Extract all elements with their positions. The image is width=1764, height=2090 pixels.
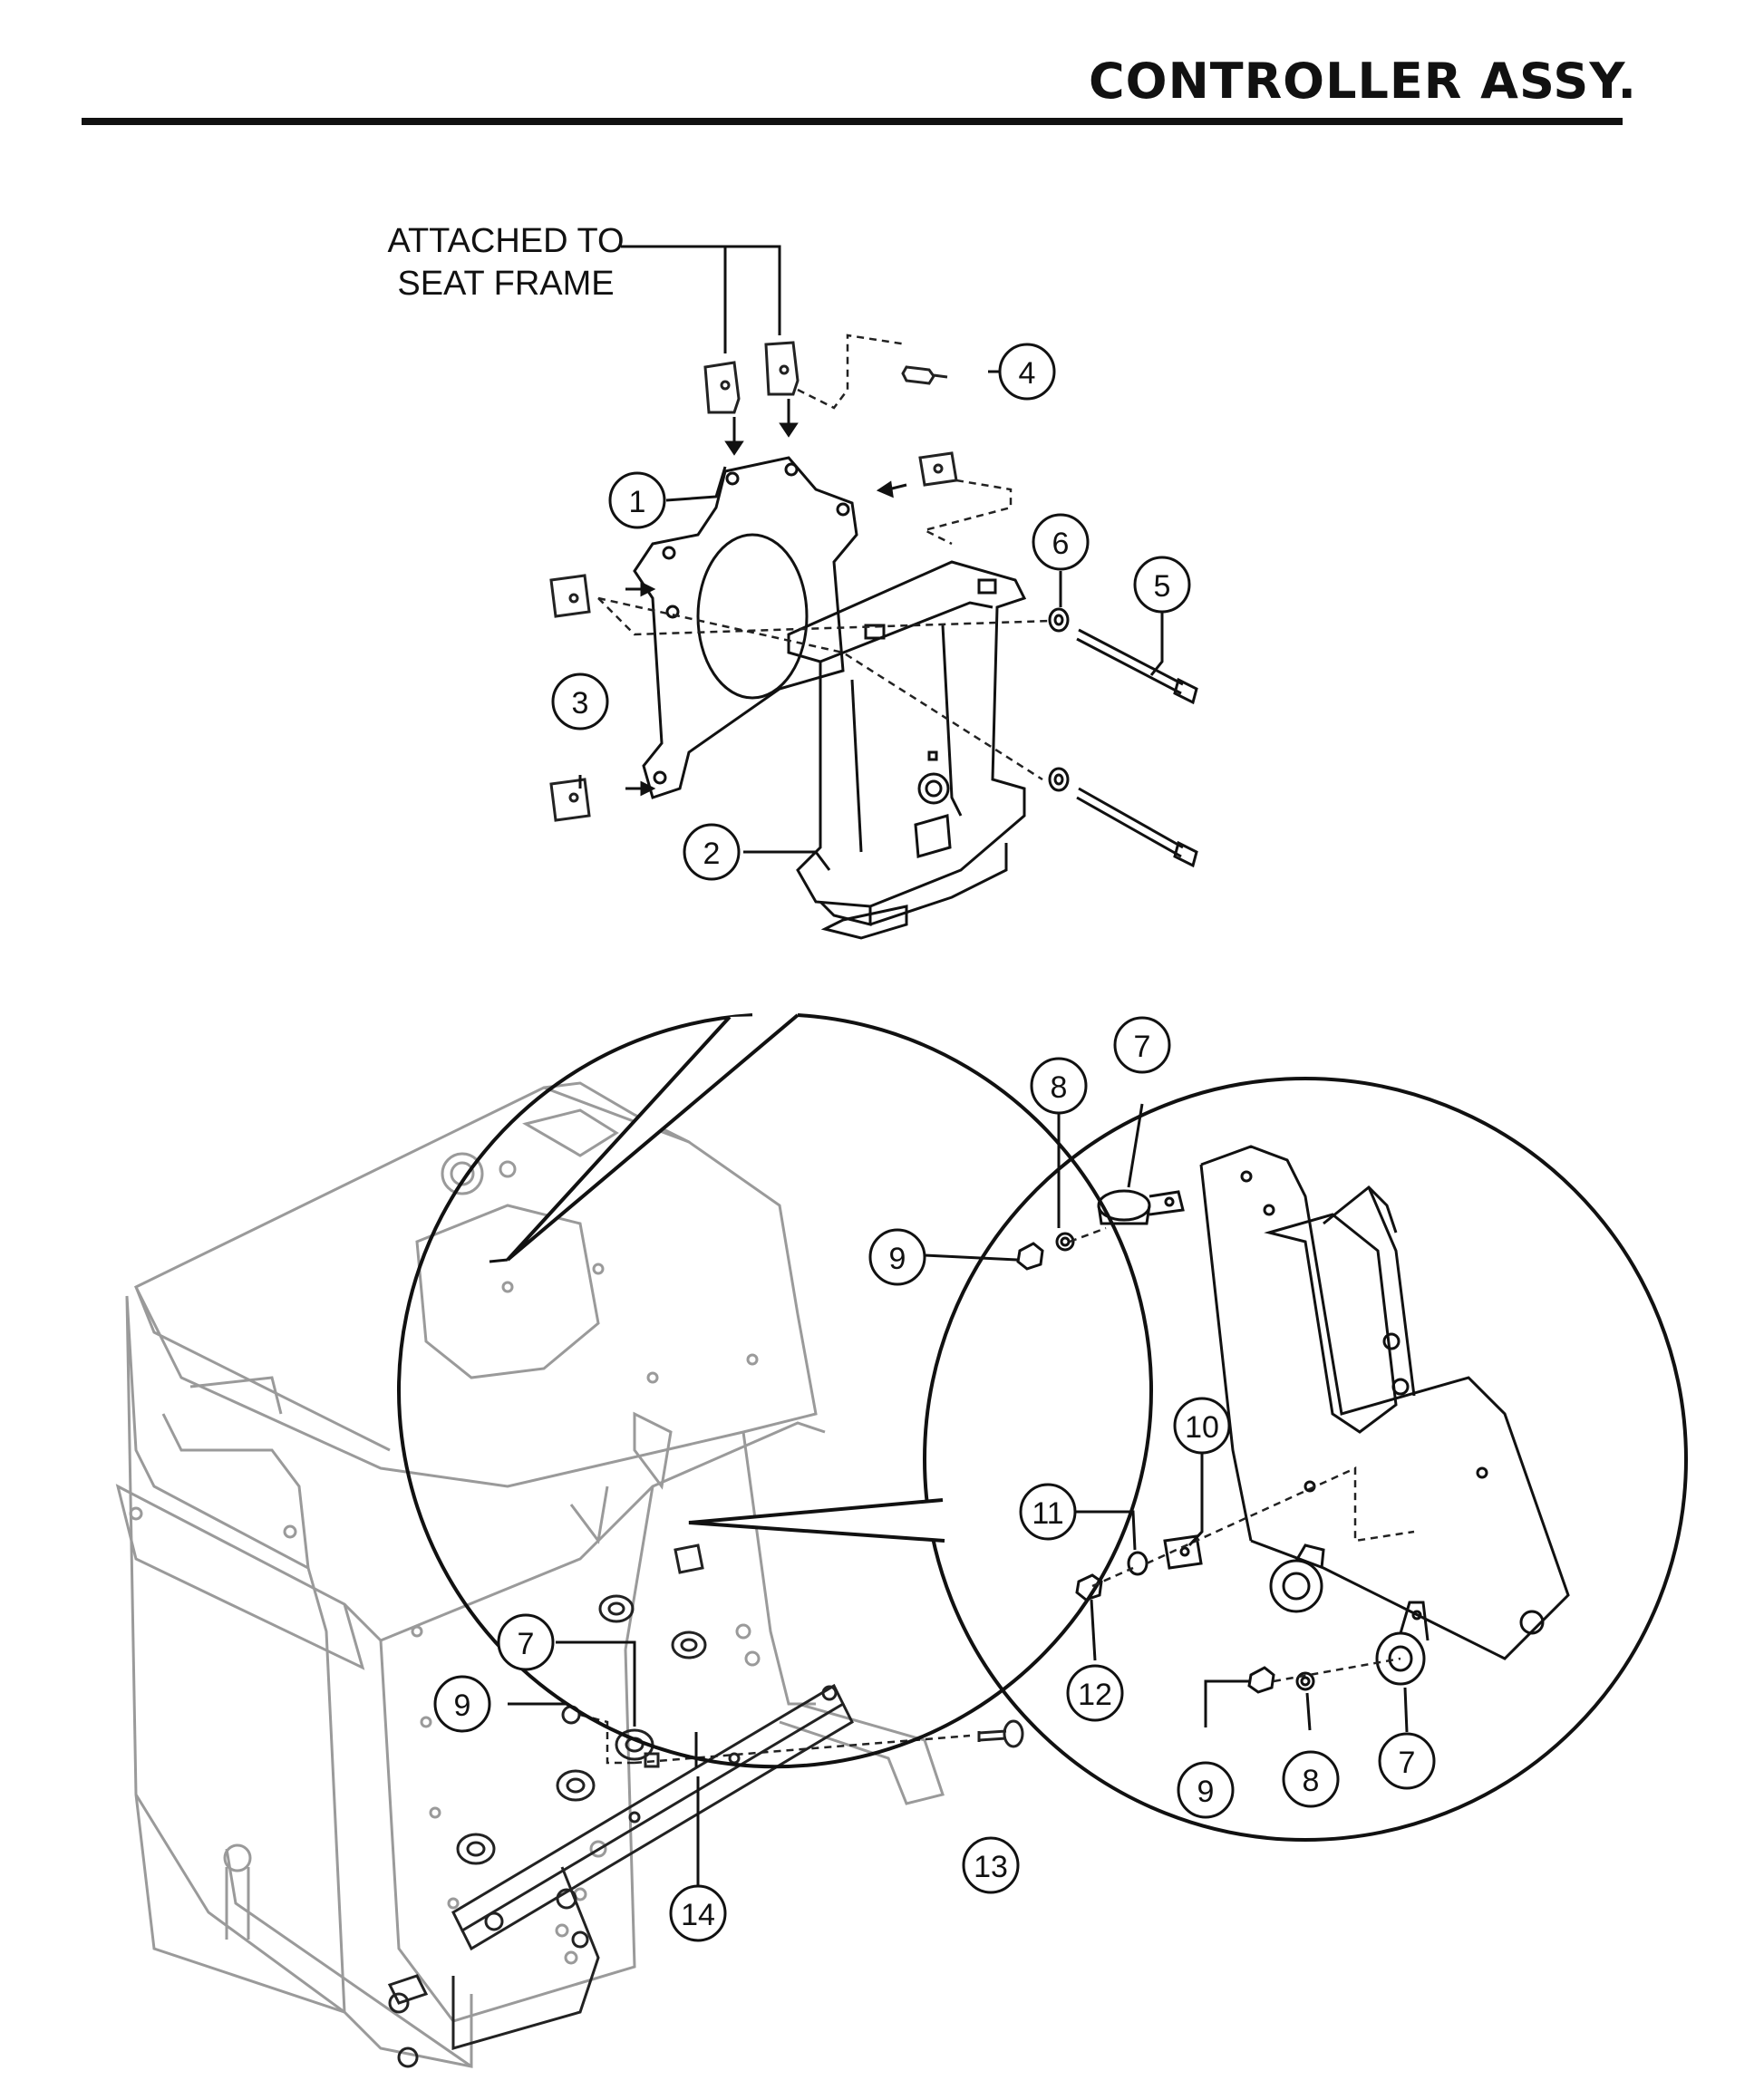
note-line-1: ATTACHED TO (387, 222, 624, 260)
title-rule (82, 118, 1623, 125)
callout-9-bottom: 9 (1197, 1775, 1215, 1809)
callout-8-top: 8 (1051, 1070, 1068, 1105)
clamp-detail-view (688, 1077, 1688, 1842)
bracket-plate-detail-illustration (1199, 1145, 1570, 1660)
callout-2: 2 (703, 837, 721, 871)
bolt-13-illustration (977, 1719, 1024, 1748)
callout-6: 6 (1052, 527, 1070, 561)
machine-frame-illustration (115, 1081, 945, 2068)
screw-4-illustration (901, 365, 948, 385)
callout-1: 1 (629, 485, 646, 519)
callout-13: 13 (974, 1850, 1008, 1884)
support-bar-illustration (387, 1683, 854, 2068)
callout-circles (433, 343, 1436, 1942)
callout-9-top: 9 (889, 1242, 906, 1276)
callout-7-bottom: 7 (1399, 1746, 1416, 1780)
mounting-plate-illustration (633, 456, 858, 799)
note-line-2: SEAT FRAME (397, 265, 614, 303)
leader-lines (508, 245, 1409, 1886)
attachment-arrows (625, 399, 907, 797)
clamp-detail-guides (1069, 1226, 1415, 1683)
callout-9-frame: 9 (454, 1688, 471, 1723)
callout-numbers: 1 2 3 4 5 6 7 7 7 8 8 9 9 9 10 11 12 13 … (454, 356, 1416, 1932)
seat-frame-tabs-illustration (703, 341, 800, 414)
callout-7-top: 7 (1134, 1030, 1151, 1064)
callout-11: 11 (1032, 1496, 1063, 1531)
frame-cable-clamps-illustration (456, 1543, 707, 1865)
page-title: CONTROLLER ASSY. (1089, 53, 1637, 110)
bolts-and-washers-illustration (1048, 607, 1198, 868)
callout-3: 3 (572, 686, 589, 721)
detail-cable-clamps-illustration (1016, 1189, 1430, 1694)
callout-14: 14 (681, 1898, 715, 1932)
callout-12: 12 (1078, 1678, 1112, 1712)
callout-7-frame: 7 (518, 1627, 535, 1661)
detail-assembly-guides (597, 334, 1052, 781)
callout-10: 10 (1185, 1410, 1219, 1445)
controller-detail-view (397, 1013, 1153, 1769)
callout-5: 5 (1154, 569, 1171, 604)
callout-8-bottom: 8 (1303, 1764, 1320, 1798)
controller-body-illustration (787, 560, 1027, 940)
callout-4: 4 (1019, 356, 1036, 391)
